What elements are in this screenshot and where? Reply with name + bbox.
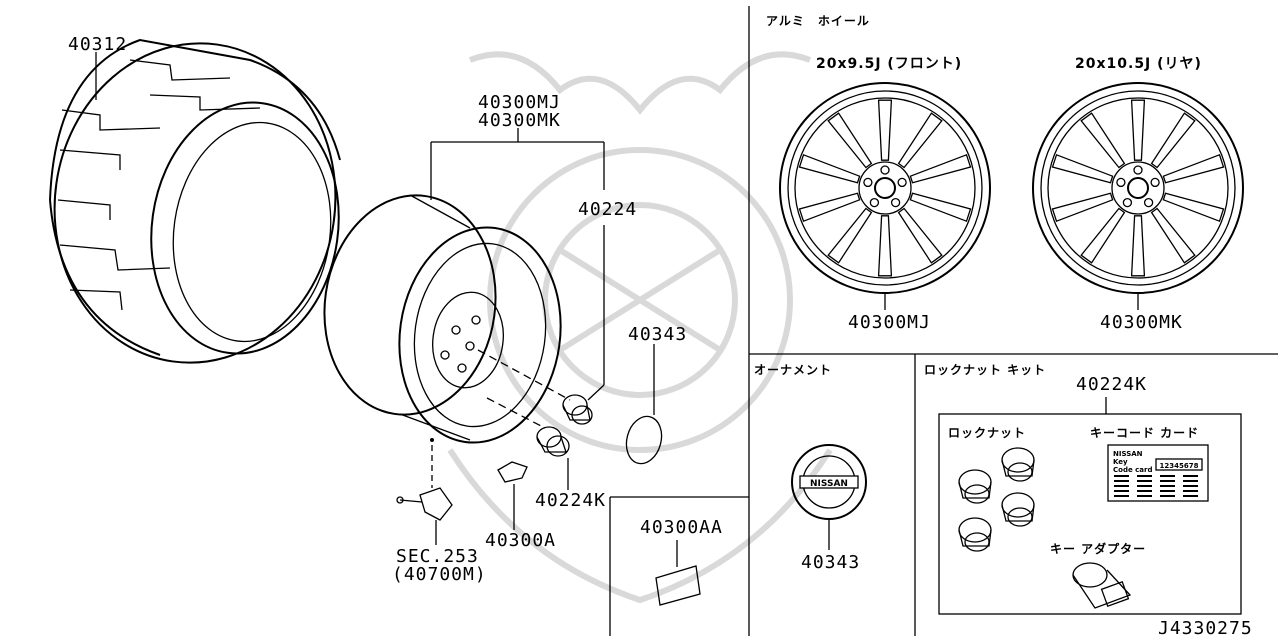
ornament-section-title: オーナメント — [754, 363, 832, 377]
leader-wheel-bracket — [430, 128, 605, 200]
callout-lock-nut: 40224K — [535, 490, 606, 511]
alloy-front-size: 20x9.5J (フロント) — [816, 56, 962, 72]
key-card-label: キーコード カード — [1090, 426, 1199, 440]
alloy-rear-size: 20x10.5J (リヤ) — [1075, 56, 1202, 72]
card-line1: Key — [1113, 458, 1128, 466]
ornament-cap-drawing — [625, 415, 663, 465]
watermark — [447, 51, 833, 604]
lock-kit-box — [938, 413, 1242, 615]
wheel-drawing — [323, 194, 571, 488]
card-code: 12345678 — [1160, 462, 1199, 470]
alloy-section-title: アルミ ホイール — [766, 14, 870, 28]
alloy-wheel-front — [779, 82, 991, 294]
emblem-text: NISSAN — [810, 479, 848, 489]
lock-nuts-group — [958, 447, 1035, 552]
tire-drawing — [49, 38, 341, 364]
label-drawing — [655, 565, 701, 606]
callout-valve-cap: 40224 — [578, 199, 637, 220]
nissan-emblem: NISSAN — [791, 444, 867, 520]
callout-sensor-sec: SEC.253 — [396, 546, 479, 567]
callout-wheel-mk: 40300MK — [478, 110, 561, 131]
callout-sensor-part: (40700M) — [392, 564, 487, 585]
weight-drawing — [497, 461, 528, 483]
key-code-card: NISSAN Key Code card 12345678 — [1107, 444, 1209, 502]
valve-cap-drawing — [562, 394, 593, 425]
alloy-front-part: 40300MJ — [848, 312, 931, 333]
callout-tire: 40312 — [68, 34, 127, 55]
callout-label: 40300AA — [640, 517, 723, 538]
sensor-drawing — [396, 487, 453, 521]
lock-nut-label: ロックナット — [948, 426, 1026, 440]
adapter-label: キー アダプター — [1050, 541, 1146, 556]
card-line2: Code card — [1113, 466, 1152, 474]
lock-nut-drawing — [536, 426, 570, 457]
callout-wheel-mj: 40300MJ — [478, 92, 561, 113]
callout-ornament-cap: 40343 — [628, 324, 687, 345]
diagram-id: J4330275 — [1158, 618, 1253, 639]
card-brand: NISSAN — [1113, 450, 1143, 458]
lock-section-title: ロックナット キット — [924, 363, 1046, 377]
key-adapter — [1072, 562, 1132, 609]
alloy-wheel-rear — [1032, 82, 1244, 294]
ornament-part: 40343 — [801, 552, 860, 573]
lock-kit-part: 40224K — [1076, 374, 1147, 395]
callout-weight: 40300A — [485, 530, 556, 551]
alloy-rear-part: 40300MK — [1100, 312, 1183, 333]
section-frames — [609, 6, 1278, 636]
